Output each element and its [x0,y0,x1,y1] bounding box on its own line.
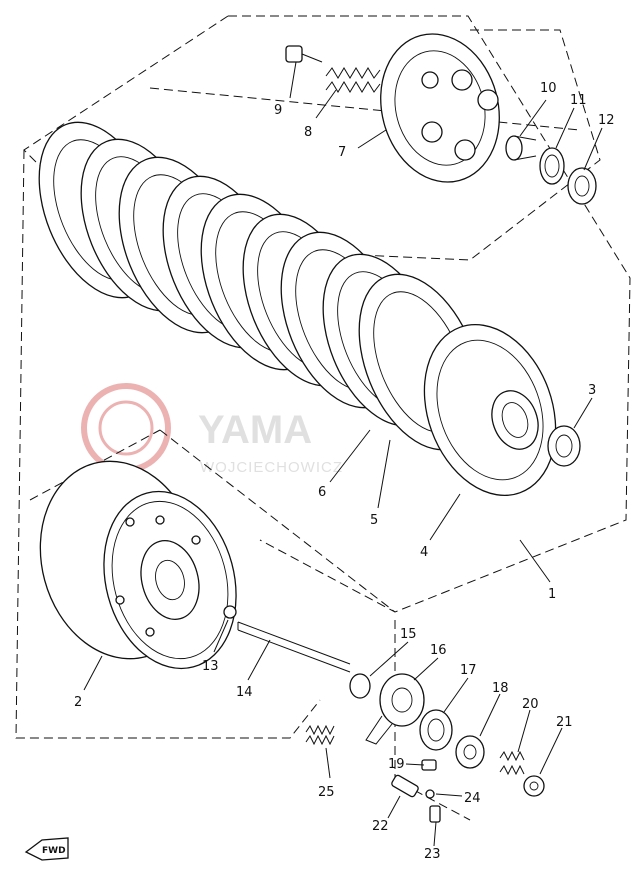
callout-11: 11 [570,93,587,108]
callout-5: 5 [370,513,378,528]
callout-24: 24 [464,791,481,806]
callout-19: 19 [388,757,405,772]
screw-and-spring [285,45,381,93]
clutch-boss [423,323,557,497]
callout-10: 10 [540,81,557,96]
leader-lines [83,61,603,847]
callout-20: 20 [522,697,539,712]
callout-1: 1 [548,587,556,602]
forward-arrow-icon: FWD [24,837,69,861]
ball-and-push-rod [223,605,351,673]
callout-17: 17 [460,663,477,678]
callout-14: 14 [236,685,253,700]
callout-6: 6 [318,485,326,500]
callout-4: 4 [420,545,428,560]
callout-7: 7 [338,145,346,160]
callout-18: 18 [492,681,509,696]
callout-8: 8 [304,125,312,140]
callout-2: 2 [74,695,82,710]
push-rod-bearing-washer [505,135,597,205]
callout-22: 22 [372,819,389,834]
callout-13: 13 [202,659,219,674]
callout-3: 3 [588,383,596,398]
release-mechanism [305,673,545,823]
clutch-plate-stack [38,121,482,451]
clutch-housing [39,460,237,670]
callout-23: 23 [424,847,441,862]
callout-16: 16 [430,643,447,658]
callout-25: 25 [318,785,335,800]
callout-9: 9 [274,103,282,118]
callout-labels: 1 2 3 4 5 6 7 8 9 10 11 12 13 14 15 16 1… [74,81,615,862]
thrust-washer [547,425,581,467]
pressure-plate [380,33,500,183]
callout-12: 12 [598,113,615,128]
fwd-label: FWD [42,846,66,856]
callout-21: 21 [556,715,573,730]
callout-15: 15 [400,627,417,642]
watermark-logo-icon [81,383,171,473]
watermark-sub: WOJCIECHOWICZ [200,459,343,476]
watermark-brand: YAMA [198,408,312,452]
